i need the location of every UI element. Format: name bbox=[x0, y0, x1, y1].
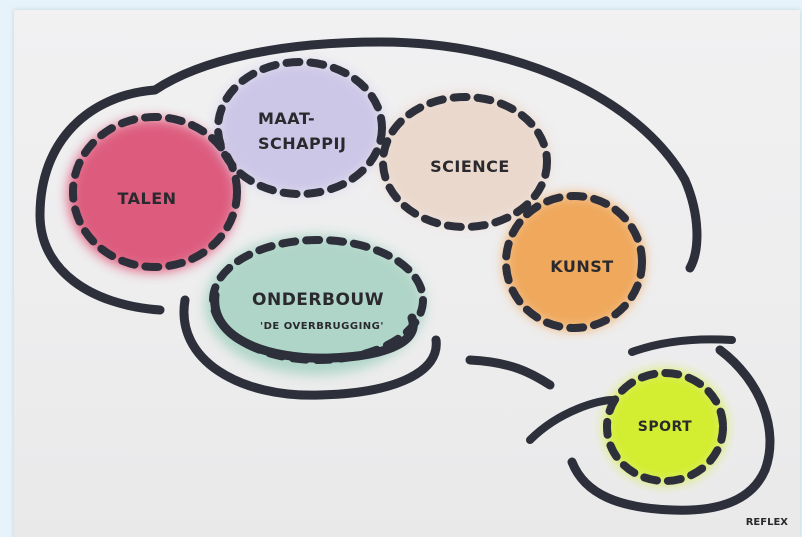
connector-stroke bbox=[465, 355, 555, 390]
maatschappij-label-line1: MAAT- bbox=[258, 109, 315, 128]
outer-brain-stroke bbox=[35, 37, 702, 315]
signature: REFLEX bbox=[746, 517, 789, 528]
onderbouw-sublabel: 'DE OVERBRUGGING' bbox=[260, 321, 384, 332]
talen-label: TALEN bbox=[117, 189, 176, 208]
dashed-outlines bbox=[69, 58, 727, 485]
talen-outline bbox=[69, 113, 241, 271]
maatschappij-label-line2: SCHAPPIJ bbox=[258, 134, 346, 153]
science-outline bbox=[379, 93, 551, 231]
talen-fill bbox=[68, 118, 238, 272]
science-label: SCIENCE bbox=[430, 157, 510, 176]
color-fills bbox=[68, 62, 725, 483]
labels: TALEN MAAT- SCHAPPIJ SCIENCE KUNST ONDER… bbox=[117, 109, 788, 528]
onderbouw-fill bbox=[205, 235, 425, 375]
sport-outline bbox=[603, 369, 727, 485]
kunst-outline bbox=[502, 192, 646, 332]
onderbouw-outer-arc bbox=[179, 295, 441, 400]
sport-top-stroke bbox=[628, 335, 736, 356]
sport-label: SPORT bbox=[638, 419, 692, 435]
onderbouw-label: ONDERBOUW bbox=[252, 290, 384, 310]
sport-cup-left bbox=[526, 396, 616, 444]
maatschappij-fill bbox=[217, 62, 383, 194]
onderbouw-outline bbox=[209, 236, 427, 364]
kunst-fill bbox=[504, 194, 644, 330]
kunst-label: KUNST bbox=[550, 257, 613, 276]
sport-fill bbox=[605, 371, 725, 483]
sport-cup-right bbox=[567, 345, 775, 515]
maatschappij-outline bbox=[214, 58, 386, 198]
science-fill bbox=[380, 93, 550, 227]
